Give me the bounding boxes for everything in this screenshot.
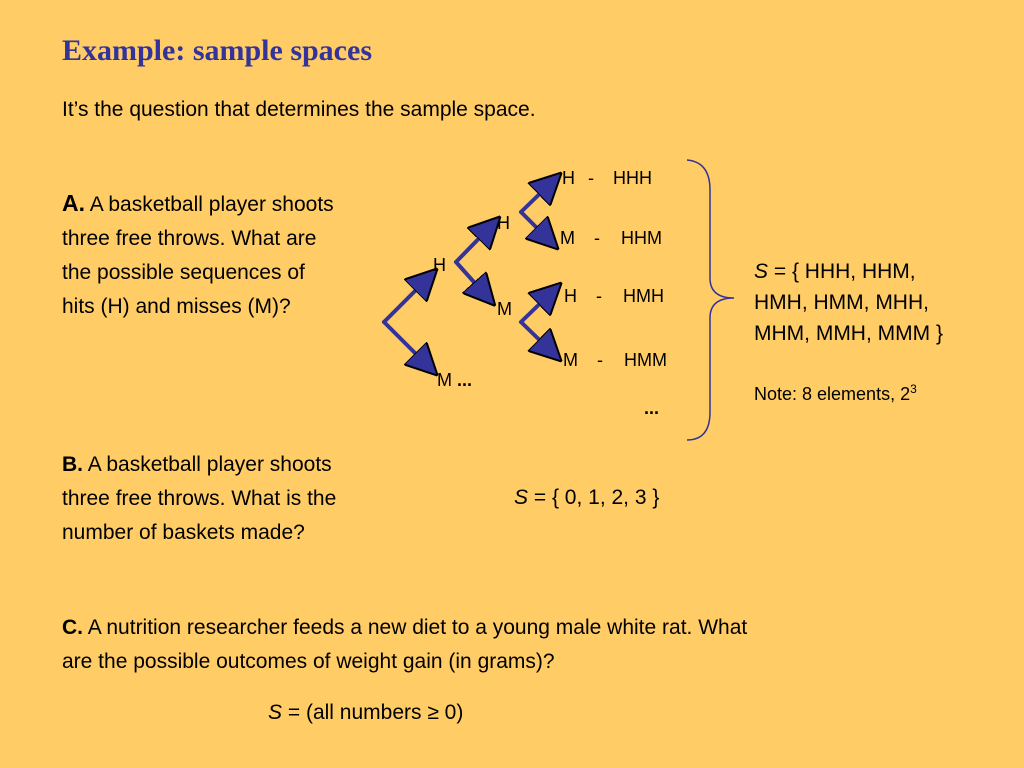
section-c-question: C. A nutrition researcher feeds a new di… bbox=[62, 611, 942, 679]
outcomes-brace bbox=[686, 159, 735, 441]
branch-hm-to-m bbox=[519, 320, 556, 356]
section-a-set-line-1: S = { HHH, HHM, bbox=[754, 260, 916, 283]
section-c-sample-space: S = (all numbers ≥ 0) bbox=[268, 701, 464, 724]
section-a-note: Note: 8 elements, 23 bbox=[754, 382, 917, 404]
branch-h-to-h bbox=[454, 222, 495, 264]
tree-leaf-4: M-HMM bbox=[563, 350, 667, 370]
slide-subtitle: It’s the question that determines the sa… bbox=[62, 98, 536, 121]
tree-leaf-2: M-HHM bbox=[560, 228, 662, 248]
note-exponent: 3 bbox=[910, 382, 917, 396]
section-a-line-4: hits (H) and misses (M)? bbox=[62, 295, 291, 318]
branch-root-to-m bbox=[382, 320, 432, 370]
section-a-set-line-2: HMH, HMM, MHH, bbox=[754, 291, 929, 314]
section-b-sample-space: S = { 0, 1, 2, 3 } bbox=[514, 486, 660, 509]
section-a-letter: A. bbox=[62, 190, 85, 216]
branch-root-to-h bbox=[382, 274, 432, 324]
branch-h-to-m bbox=[454, 260, 490, 300]
tree-level2-hit: H bbox=[497, 213, 510, 233]
branch-hh-to-m bbox=[519, 210, 553, 244]
section-b-question: B. A basketball player shoots three free… bbox=[62, 448, 442, 550]
section-b-line-1: B. A basketball player shoots bbox=[62, 453, 332, 476]
section-c-letter: C. bbox=[62, 616, 83, 639]
tree-leaf-1: H-HHH bbox=[562, 168, 652, 188]
section-b-line-2: three free throws. What is the bbox=[62, 487, 337, 510]
section-a-line-2: three free throws. What are bbox=[62, 227, 317, 250]
section-c-line-2: are the possible outcomes of weight gain… bbox=[62, 650, 555, 673]
section-b-letter: B. bbox=[62, 453, 83, 476]
tree-level2-miss: M bbox=[497, 299, 512, 319]
slide-title: Example: sample spaces bbox=[62, 34, 372, 67]
branch-hm-to-h bbox=[519, 288, 556, 324]
branch-hh-to-h bbox=[519, 178, 556, 214]
section-c-line-1: C. A nutrition researcher feeds a new di… bbox=[62, 616, 748, 639]
tree-level1-miss: M ... bbox=[437, 370, 473, 390]
section-a-line-3: the possible sequences of bbox=[62, 261, 305, 284]
tree-level1-hit: H bbox=[433, 255, 446, 275]
tree-leaves-ellipsis: ... bbox=[644, 398, 660, 418]
section-b-line-3: number of baskets made? bbox=[62, 521, 305, 544]
tree-level1-ellipsis: ... bbox=[457, 370, 473, 390]
tree-leaf-3: H-HMH bbox=[564, 286, 664, 306]
section-a-line-1: A. A basketball player shoots bbox=[62, 190, 334, 216]
section-a-set-line-3: MHM, MMH, MMM } bbox=[754, 322, 943, 345]
section-a-question: A. A basketball player shoots three free… bbox=[62, 186, 422, 324]
section-a-sample-space: S = { HHH, HHM, HMH, HMM, MHH, MHM, MMH,… bbox=[754, 256, 943, 349]
